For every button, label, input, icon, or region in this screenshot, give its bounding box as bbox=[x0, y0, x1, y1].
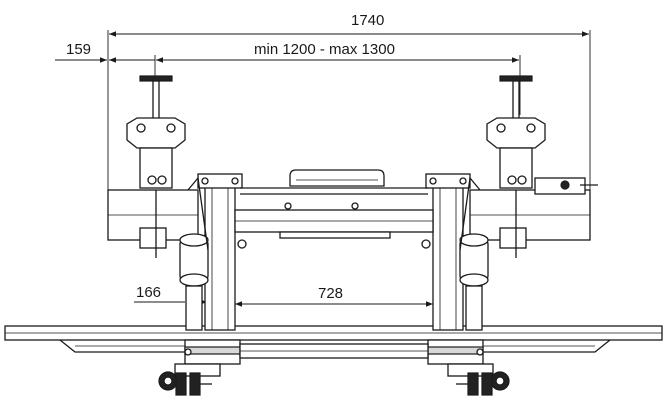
pivot-links bbox=[187, 176, 481, 251]
wheel-assembly-left bbox=[158, 339, 241, 396]
dimension-min-max-label: min 1200 - max 1300 bbox=[254, 41, 395, 58]
dimension-inner-width: 728 bbox=[235, 285, 433, 307]
dimension-1740-label: 1740 bbox=[351, 12, 384, 29]
clamp-head-right bbox=[486, 75, 546, 258]
cross-beam bbox=[234, 187, 434, 239]
frame-column-right bbox=[425, 173, 471, 331]
wheel-assembly-right bbox=[427, 339, 510, 396]
base-plate bbox=[4, 325, 663, 353]
dimension-adjustable-width: min 1200 - max 1300 bbox=[154, 41, 521, 115]
dimension-159-label: 159 bbox=[66, 41, 91, 58]
cylinder-right bbox=[459, 233, 489, 331]
cylinder-left bbox=[179, 233, 209, 331]
dimension-728-label: 728 bbox=[318, 285, 343, 302]
side-arm-right bbox=[469, 177, 598, 241]
top-handle-plate bbox=[289, 169, 385, 187]
dimension-166-label: 166 bbox=[136, 284, 161, 301]
frame-column-left bbox=[197, 173, 243, 331]
dimension-offset-left: 159 bbox=[55, 41, 155, 63]
dimension-overall-width: 1740 bbox=[107, 12, 591, 190]
lower-beam bbox=[239, 343, 429, 359]
clamp-head-left bbox=[126, 75, 186, 258]
